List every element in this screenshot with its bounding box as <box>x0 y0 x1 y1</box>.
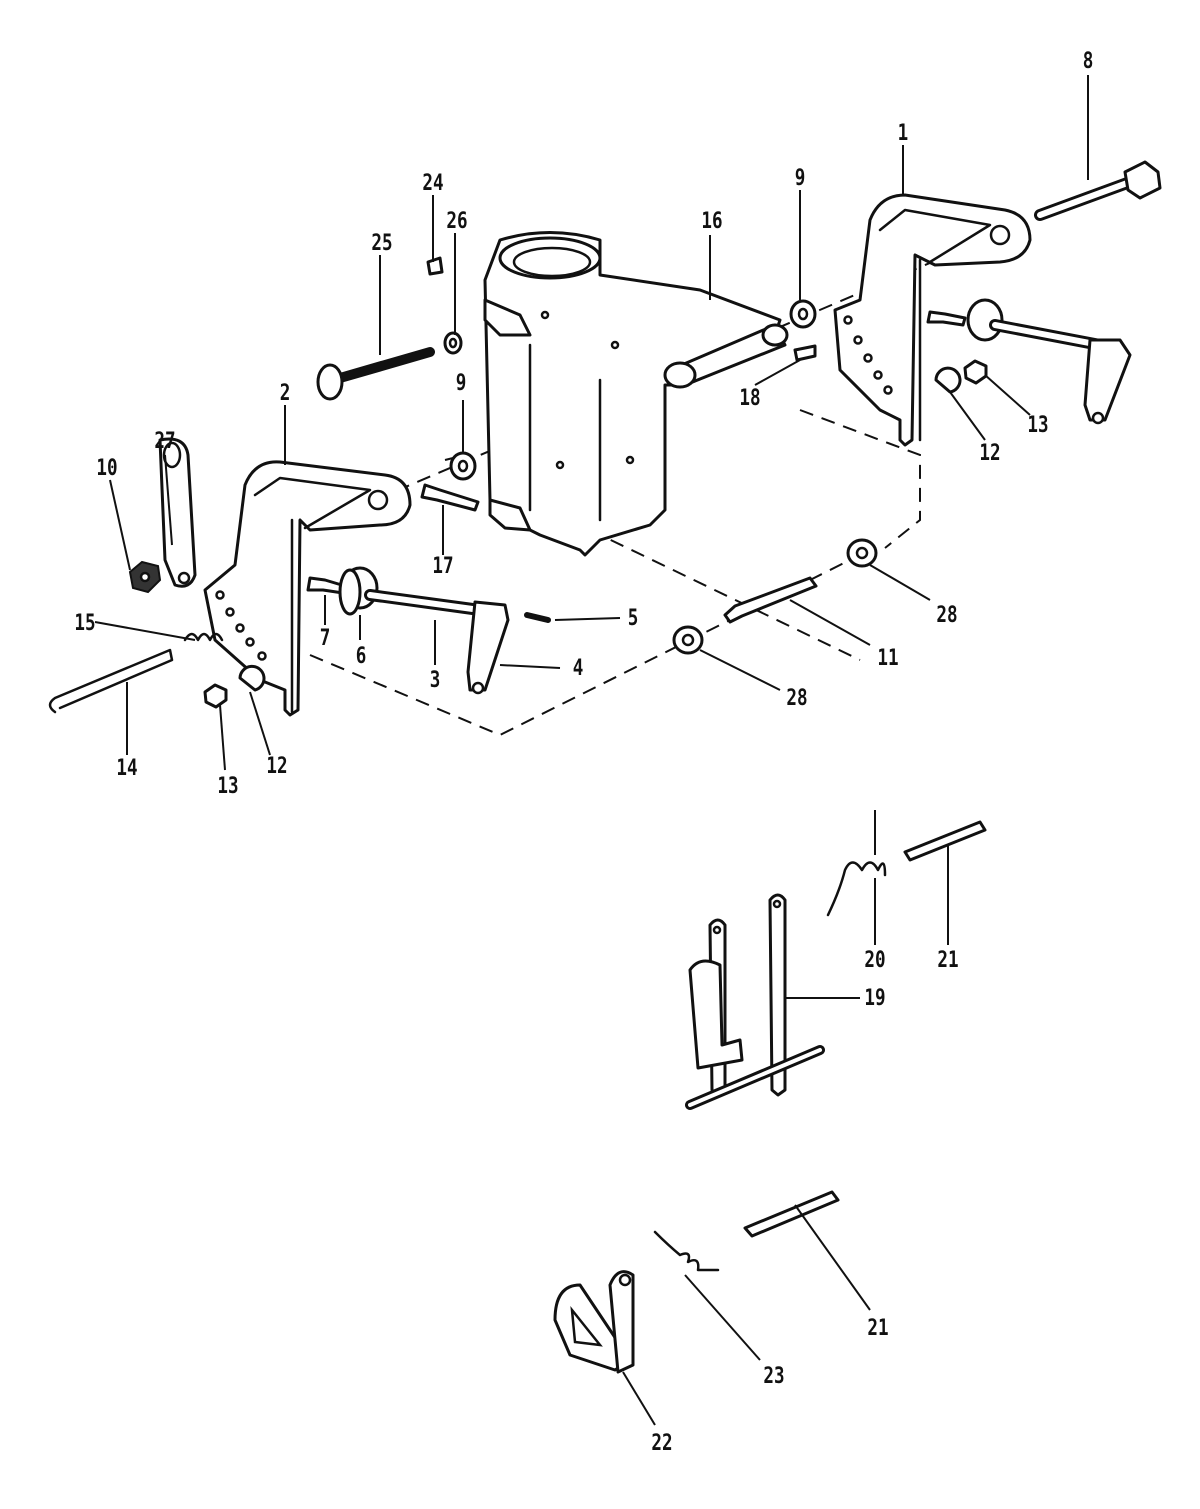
callout-13-left: 13 <box>217 773 238 798</box>
callout-24: 24 <box>422 170 443 195</box>
callout-21-upper: 21 <box>937 947 958 972</box>
callout-16: 16 <box>701 208 722 233</box>
swivel-bracket <box>483 231 789 557</box>
callout-2: 2 <box>280 380 291 405</box>
callout-9-left: 9 <box>456 370 467 395</box>
leader-lines <box>94 75 1089 1426</box>
small-hardware <box>48 256 988 714</box>
callout-12-right: 12 <box>979 440 1000 465</box>
callout-6: 6 <box>356 643 367 668</box>
callout-14: 14 <box>116 755 137 780</box>
callout-23: 23 <box>763 1363 784 1388</box>
callout-13-right: 13 <box>1027 412 1048 437</box>
callout-19: 19 <box>864 985 885 1010</box>
callout-28-right: 28 <box>936 602 957 627</box>
callout-26: 26 <box>446 208 467 233</box>
tilt-springs-and-pins <box>653 810 987 1272</box>
callout-labels: 1 8 9 16 24 26 25 9 18 12 13 2 27 10 17 … <box>74 48 1093 1455</box>
callout-15: 15 <box>74 610 95 635</box>
callout-21-lower: 21 <box>867 1315 888 1340</box>
callout-9-right: 9 <box>795 165 806 190</box>
callout-3: 3 <box>430 667 441 692</box>
callout-25: 25 <box>371 230 392 255</box>
callout-20: 20 <box>864 947 885 972</box>
callout-18: 18 <box>739 385 760 410</box>
callout-22: 22 <box>651 1430 672 1455</box>
callout-1: 1 <box>898 120 909 145</box>
callout-28-left: 28 <box>786 685 807 710</box>
clamp-screw-left <box>341 566 510 695</box>
long-bolt <box>1034 160 1162 221</box>
callout-27: 27 <box>154 428 175 453</box>
tilt-lock-lever <box>553 1270 635 1374</box>
callout-17: 17 <box>432 553 453 578</box>
callout-10: 10 <box>96 455 117 480</box>
callout-11: 11 <box>877 645 898 670</box>
clamp-screw-right <box>966 298 1132 425</box>
clamp-bracket-left <box>203 460 412 717</box>
clamp-bracket-right <box>833 193 1032 447</box>
callout-4: 4 <box>573 655 584 680</box>
callout-7: 7 <box>320 625 331 650</box>
tilt-lever-assembly <box>685 893 825 1110</box>
callout-12-left: 12 <box>266 753 287 778</box>
callout-8: 8 <box>1083 48 1094 73</box>
callout-5: 5 <box>628 605 639 630</box>
